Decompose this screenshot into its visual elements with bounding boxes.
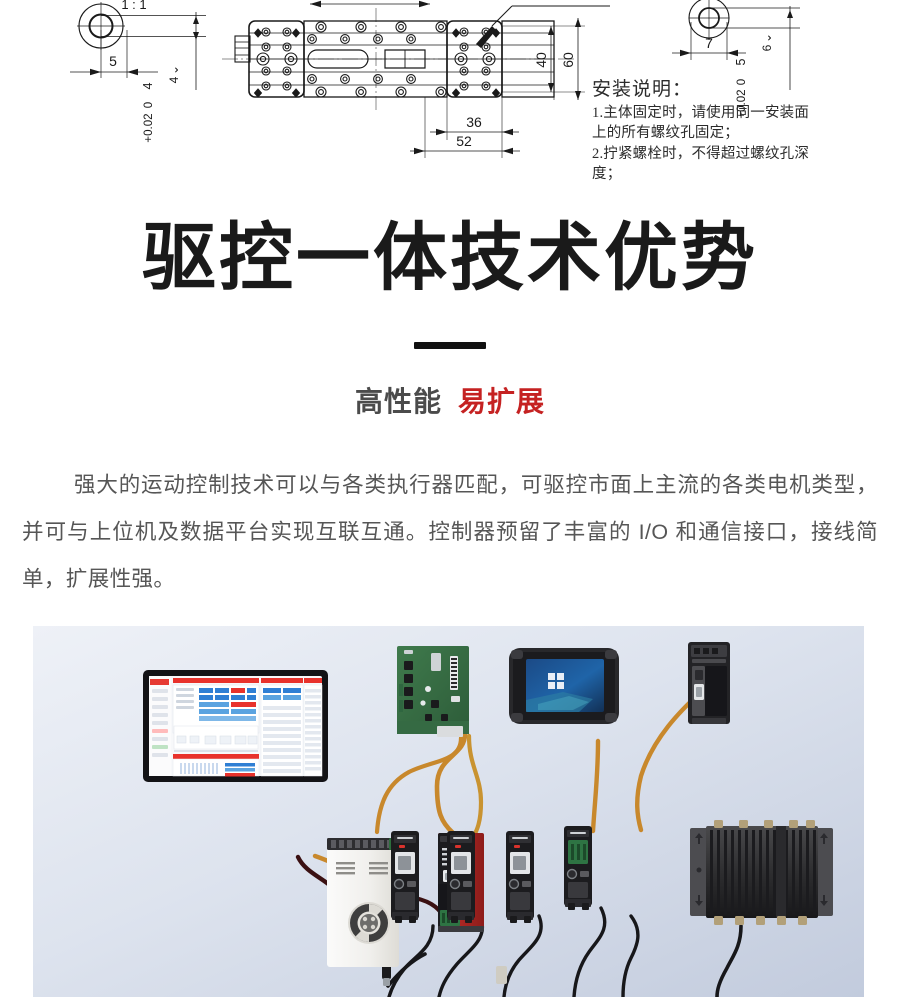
dim-inner-height: 40 [533, 52, 549, 68]
dim-right-tol-upper: +0.02 [736, 89, 748, 118]
subtitle-right: 易扩展 [458, 386, 546, 417]
dim-left-depth: 4 [167, 76, 181, 83]
main-assembly-view [222, 5, 610, 112]
divider-container [0, 336, 900, 354]
connector-tip [383, 978, 390, 986]
industrial-monitor [143, 670, 328, 782]
dim-right-depth-symbol: ⌄ [760, 33, 774, 43]
installation-notes: 安装说明： 1.主体固定时，请使用同一安装面 上的所有螺纹孔固定； 2.拧紧螺栓… [592, 78, 892, 185]
main-dimension-lines [310, 0, 585, 158]
dim-outer-height: 60 [560, 52, 576, 68]
circular-connector-icon [348, 902, 390, 944]
power-supply-module [327, 838, 399, 967]
product-photo-illustration [33, 626, 864, 997]
dim-right-nominal: 5 [734, 58, 748, 65]
industrial-pc-box [690, 820, 833, 925]
title-divider [414, 342, 486, 349]
driver-module-4 [564, 826, 592, 910]
body-paragraph: 强大的运动控制技术可以与各类执行器匹配，可驱控市面上主流的各类电机类型，并可与上… [22, 472, 878, 591]
driver-module-2 [447, 831, 475, 923]
pcb-expansion-card [397, 646, 469, 737]
bnc-connectors-bottom [714, 916, 807, 925]
dim-right-width: 7 [705, 35, 713, 51]
bnc-connectors-top [714, 820, 815, 828]
product-photo [33, 626, 864, 997]
technical-drawing-section: 1 : 1 5 4 ⌄ +0.02 0 4 40 60 36 52 7 6 ⌄ … [0, 0, 900, 205]
installation-note-2-cont: 度； [592, 166, 622, 183]
dim-right-depth: 6 [760, 44, 774, 51]
headline-container: 驱控一体技术优势 [0, 218, 900, 298]
dim-scale-label: 1 : 1 [121, 0, 146, 12]
dim-outer-width: 52 [456, 133, 472, 149]
dim-left-depth-symbol: ⌄ [167, 65, 181, 75]
installation-note-1: 1.主体固定时，请使用同一安装面 [592, 104, 810, 121]
dim-left-tol-upper: +0.02 [143, 113, 155, 142]
driver-module-1 [391, 831, 419, 923]
dim-left-tol-lower: 0 [143, 102, 155, 108]
windows-logo-icon [548, 673, 564, 689]
page-title: 驱控一体技术优势 [142, 216, 758, 299]
driver-module-3 [506, 831, 534, 923]
installation-note-1-cont: 上的所有螺纹孔固定； [592, 125, 739, 142]
connector-white [496, 966, 507, 984]
left-detail-view [70, 2, 206, 90]
technical-drawing-svg: 1 : 1 5 4 ⌄ +0.02 0 4 40 60 36 52 7 6 ⌄ … [70, 0, 800, 158]
installation-notes-title: 安装说明： [592, 79, 693, 100]
subtitle-left: 高性能 [354, 386, 442, 417]
dim-inner-width: 36 [466, 114, 482, 130]
right-detail-view [672, 0, 800, 90]
dim-right-tol-lower: 0 [736, 79, 748, 85]
dim-left-width: 5 [109, 53, 117, 69]
installation-note-2: 2.拧紧螺栓时，不得超过螺纹孔深 [592, 145, 810, 162]
subtitle-container: 高性能易扩展 [0, 380, 900, 420]
dim-left-nominal: 4 [141, 82, 155, 89]
rugged-tablet [509, 648, 619, 724]
servo-drive-unit [688, 642, 730, 724]
